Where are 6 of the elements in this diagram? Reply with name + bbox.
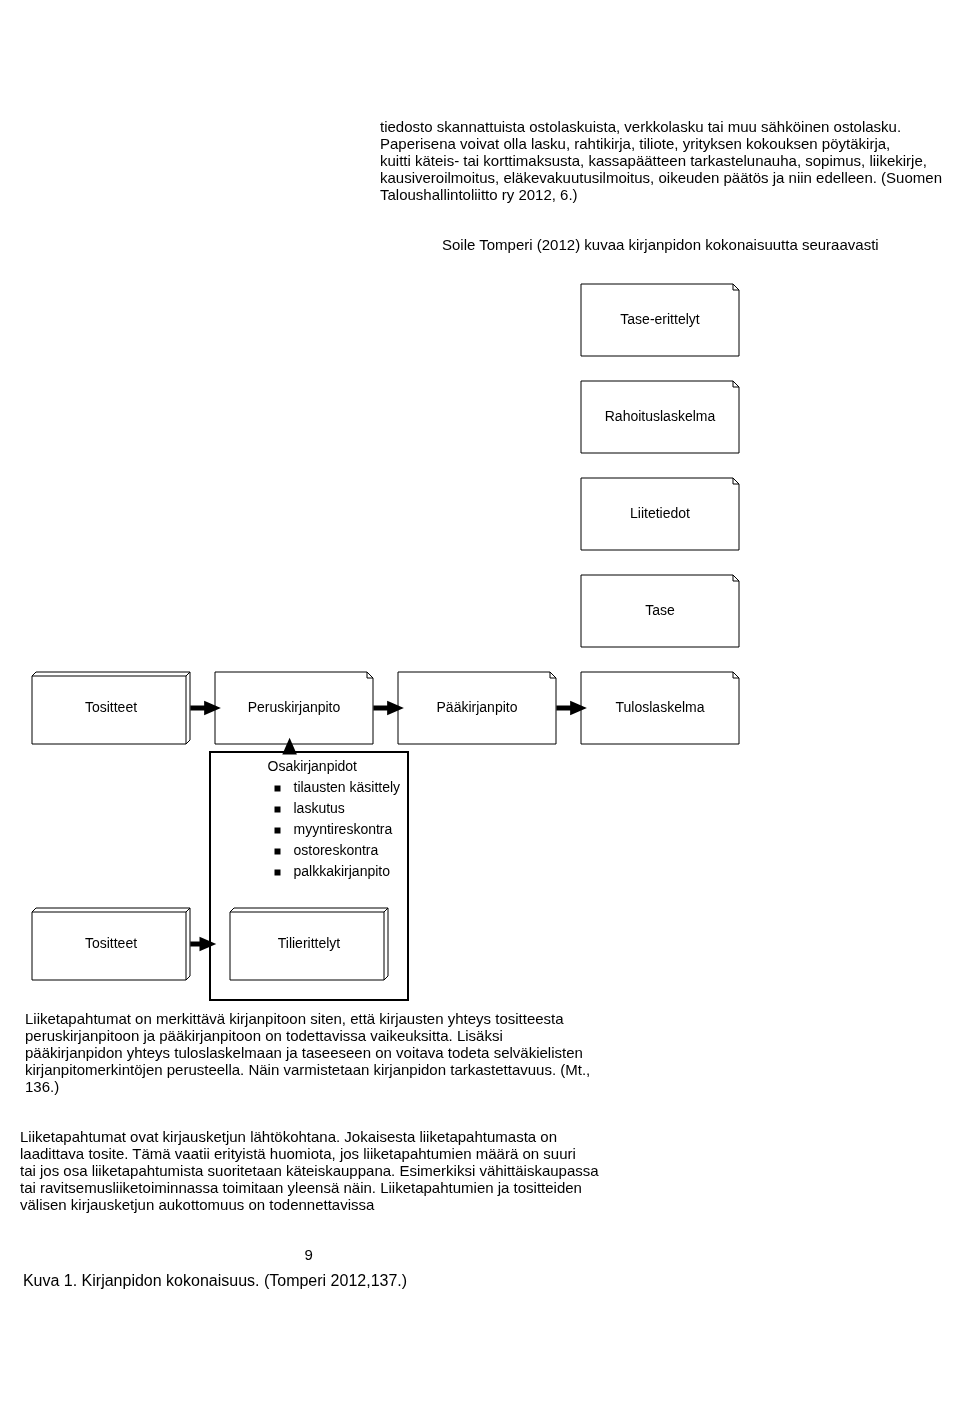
caption: Kuva 1. Kirjanpidon kokonaisuus. (Tomperi 2012,137.) — [22, 1271, 408, 1289]
label: Liiketapahtumat ovat kirjausketjun lähtökohtana. Jokaisesta liiketapahtumasta on laadittava tosite. Tämä vaatii erityistä huomiota, jos liiketapahtumien määrä on suuri tai jos osa liiketapahtumista suoritetaan käteiskauppana. Esimerkiksi vähittäiskaupassa tai ravitsemusliiketoiminnassa toimitaan yleensä näin. Liiketapahtumien ja tositteiden välisen kirjausketjun aukottomuus on todennettavissa — [20, 1127, 599, 1213]
label: Soile Tomperi (2012) kuvaa kirjanpidon kokonaisuutta seuraavasti — [442, 235, 879, 253]
label: 9 — [304, 1245, 313, 1263]
label: tiedosto skannattuista ostolaskuista, verkkolasku tai muu sähköinen ostolasku. Paperisena voivat olla lasku, rahtikirja, tiliote, yrityksen kokouksen pöytäkirja, kuitti käteis- tai korttimaksusta, kassapäätteen tarkastelunauha, sopimus, liikekirje, kausiveroilmoitus, eläkevakuutusilmoitus, oikeuden päätös ja niin edelleen. (Suomen Taloushallintoliitto ry 2012, 6.) — [380, 117, 942, 203]
label: Liiketapahtumat on merkittävä kirjanpitoon siten, että kirjausten yhteys tositteesta peruskirjanpitoon ja pääkirjanpitoon on todettavissa vaikeuksitta. Lisäksi pääkirjanpidon yhteys tuloslaskelmaan ja taseeseen on voitava todeta selväkielisten kirjanpitomerkintöjen perusteella. Näin varmistetaan kirjanpidon tarkastettavuus. (Mt., 136.) — [25, 1009, 591, 1095]
